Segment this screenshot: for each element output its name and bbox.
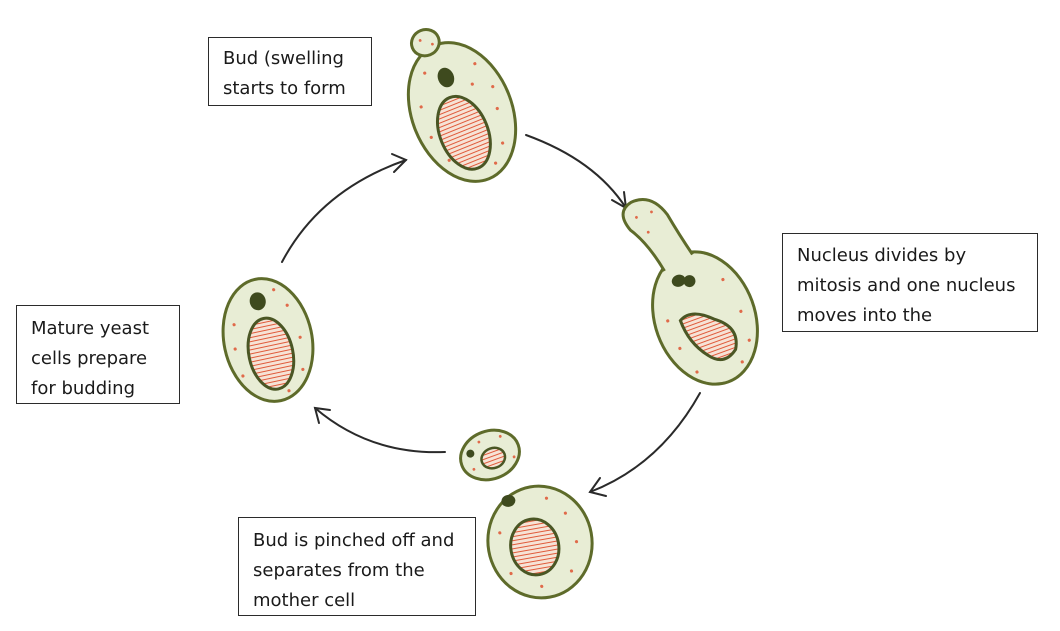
vacuole — [436, 94, 492, 171]
cell-budding — [406, 28, 518, 183]
label-bud-forms: Bud (swelling starts to form — [208, 37, 372, 106]
label-line: Nucleus divides by — [797, 245, 967, 266]
cycle-arrows — [281, 134, 701, 497]
label-line: separates from the — [253, 560, 425, 581]
granules — [232, 288, 305, 393]
mother-vacuole — [509, 517, 561, 577]
daughter-granules — [472, 434, 516, 471]
label-nucleus-divides: Nucleus divides by mitosis and one nucle… — [782, 233, 1038, 332]
granules — [635, 210, 751, 374]
label-pinched-off: Bud is pinched off and separates from th… — [238, 517, 476, 616]
cell-mature — [221, 277, 315, 403]
label-line: for budding — [31, 378, 135, 399]
bud-growing — [621, 198, 694, 272]
arrow-bud-to-divide — [525, 134, 627, 209]
vacuole — [678, 312, 738, 362]
nucleus-right — [683, 275, 696, 288]
vacuole — [246, 316, 296, 391]
cell-pinched-off — [459, 428, 594, 600]
arrow-mature-to-bud-head — [391, 153, 408, 173]
nucleus — [249, 292, 266, 311]
granules — [418, 39, 505, 165]
arrow-mature-to-bud — [281, 159, 407, 263]
label-line: Bud is pinched off and — [253, 530, 455, 551]
nucleus-left — [671, 274, 686, 287]
mother-granules — [498, 496, 579, 588]
label-line: starts to form — [223, 78, 346, 99]
arrow-divide-to-pinch — [589, 392, 701, 493]
daughter-vacuole — [480, 446, 507, 470]
label-line: Bud (swelling — [223, 48, 344, 69]
label-line: mother cell — [253, 590, 356, 611]
label-line: moves into the — [797, 305, 933, 326]
mother-nucleus — [501, 494, 516, 507]
daughter-nucleus — [466, 449, 475, 458]
nucleus — [437, 67, 455, 88]
arrow-pinch-to-mature-head — [313, 406, 331, 424]
label-line: mitosis and one nucleus — [797, 275, 1016, 296]
label-mature: Mature yeast cells prepare for budding — [16, 305, 180, 404]
bud-swelling — [409, 28, 441, 58]
label-line: cells prepare — [31, 348, 148, 369]
label-line: Mature yeast — [31, 318, 150, 339]
arrow-divide-to-pinch-head — [588, 477, 607, 497]
cell-dividing — [621, 198, 759, 386]
arrow-pinch-to-mature — [314, 407, 446, 454]
